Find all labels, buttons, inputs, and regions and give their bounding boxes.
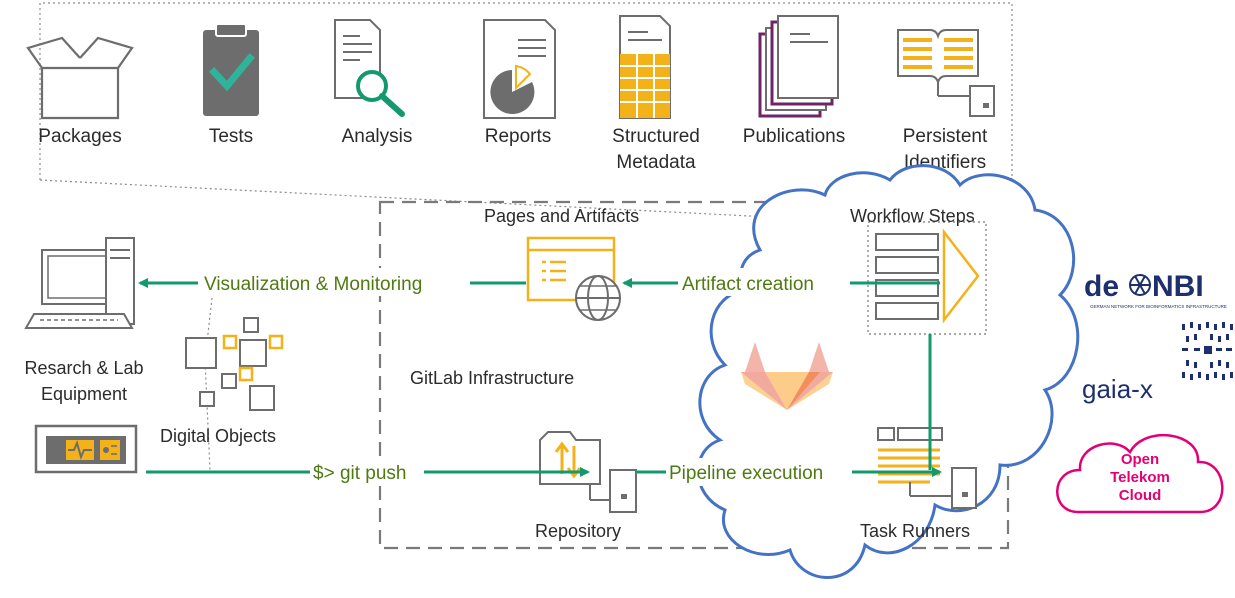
denbi-logo: de NBI GERMAN NETWORK FOR BIOINFORMATICS…: [1084, 270, 1227, 309]
report-pie-icon: [483, 19, 556, 119]
table-document-icon: [619, 15, 671, 119]
digital-objects-icon: [185, 297, 284, 471]
artifact-label-metadata: Metadata: [616, 152, 696, 173]
gitlab-logo: [741, 342, 833, 410]
otc-line2: Telekom: [1110, 469, 1170, 486]
denbi-suffix: NBI: [1152, 270, 1204, 303]
git-push-label: $> git push: [313, 463, 407, 484]
task-runners-icon: [877, 427, 977, 509]
document-magnifier-icon: [334, 19, 405, 117]
gitlab-infrastructure-label: GitLab Infrastructure: [410, 368, 574, 388]
denbi-prefix: de: [1084, 270, 1119, 303]
open-book-icon: [897, 29, 995, 117]
digital-objects-label: Digital Objects: [160, 426, 276, 446]
equipment-label-line1: Resarch & Lab: [24, 358, 143, 378]
stacked-books-icon: [758, 15, 839, 118]
equipment-label-line2: Equipment: [41, 384, 127, 404]
visualization-monitoring-label: Visualization & Monitoring: [204, 274, 422, 295]
pages-artifacts-label: Pages and Artifacts: [484, 206, 639, 226]
denbi-snowflake-icon: [1129, 274, 1151, 296]
artifact-creation-label: Artifact creation: [682, 274, 814, 295]
package-icon: [26, 36, 134, 120]
clipboard-check-icon: [203, 23, 259, 116]
repository-label: Repository: [535, 521, 621, 541]
artifact-label-reports: Reports: [485, 126, 552, 147]
artifact-label-structured: Structured: [612, 126, 700, 147]
computer-icon: [24, 237, 135, 329]
otc-line3: Cloud: [1119, 487, 1162, 504]
open-telekom-cloud-logo: Open Telekom Cloud: [1056, 433, 1224, 514]
gaiax-wordmark: gaia-x: [1082, 374, 1153, 404]
workflow-steps-label: Workflow Steps: [850, 206, 975, 226]
gaiax-dots-icon: [1182, 322, 1233, 380]
web-page-icon: [526, 236, 621, 321]
otc-line1: Open: [1121, 451, 1159, 468]
artifact-label-publications: Publications: [743, 126, 845, 147]
task-runners-label: Task Runners: [860, 521, 970, 541]
artifact-label-persistent: Persistent: [903, 126, 988, 147]
gaiax-logo: gaia-x: [1082, 322, 1233, 404]
artifact-label-packages: Packages: [38, 126, 121, 147]
denbi-tagline: GERMAN NETWORK FOR BIOINFORMATICS INFRAS…: [1090, 304, 1227, 309]
artifact-label-analysis: Analysis: [342, 126, 413, 147]
lab-equipment-icon: [34, 424, 138, 474]
pipeline-execution-label: Pipeline execution: [669, 463, 823, 484]
artifact-label-tests: Tests: [209, 126, 253, 147]
